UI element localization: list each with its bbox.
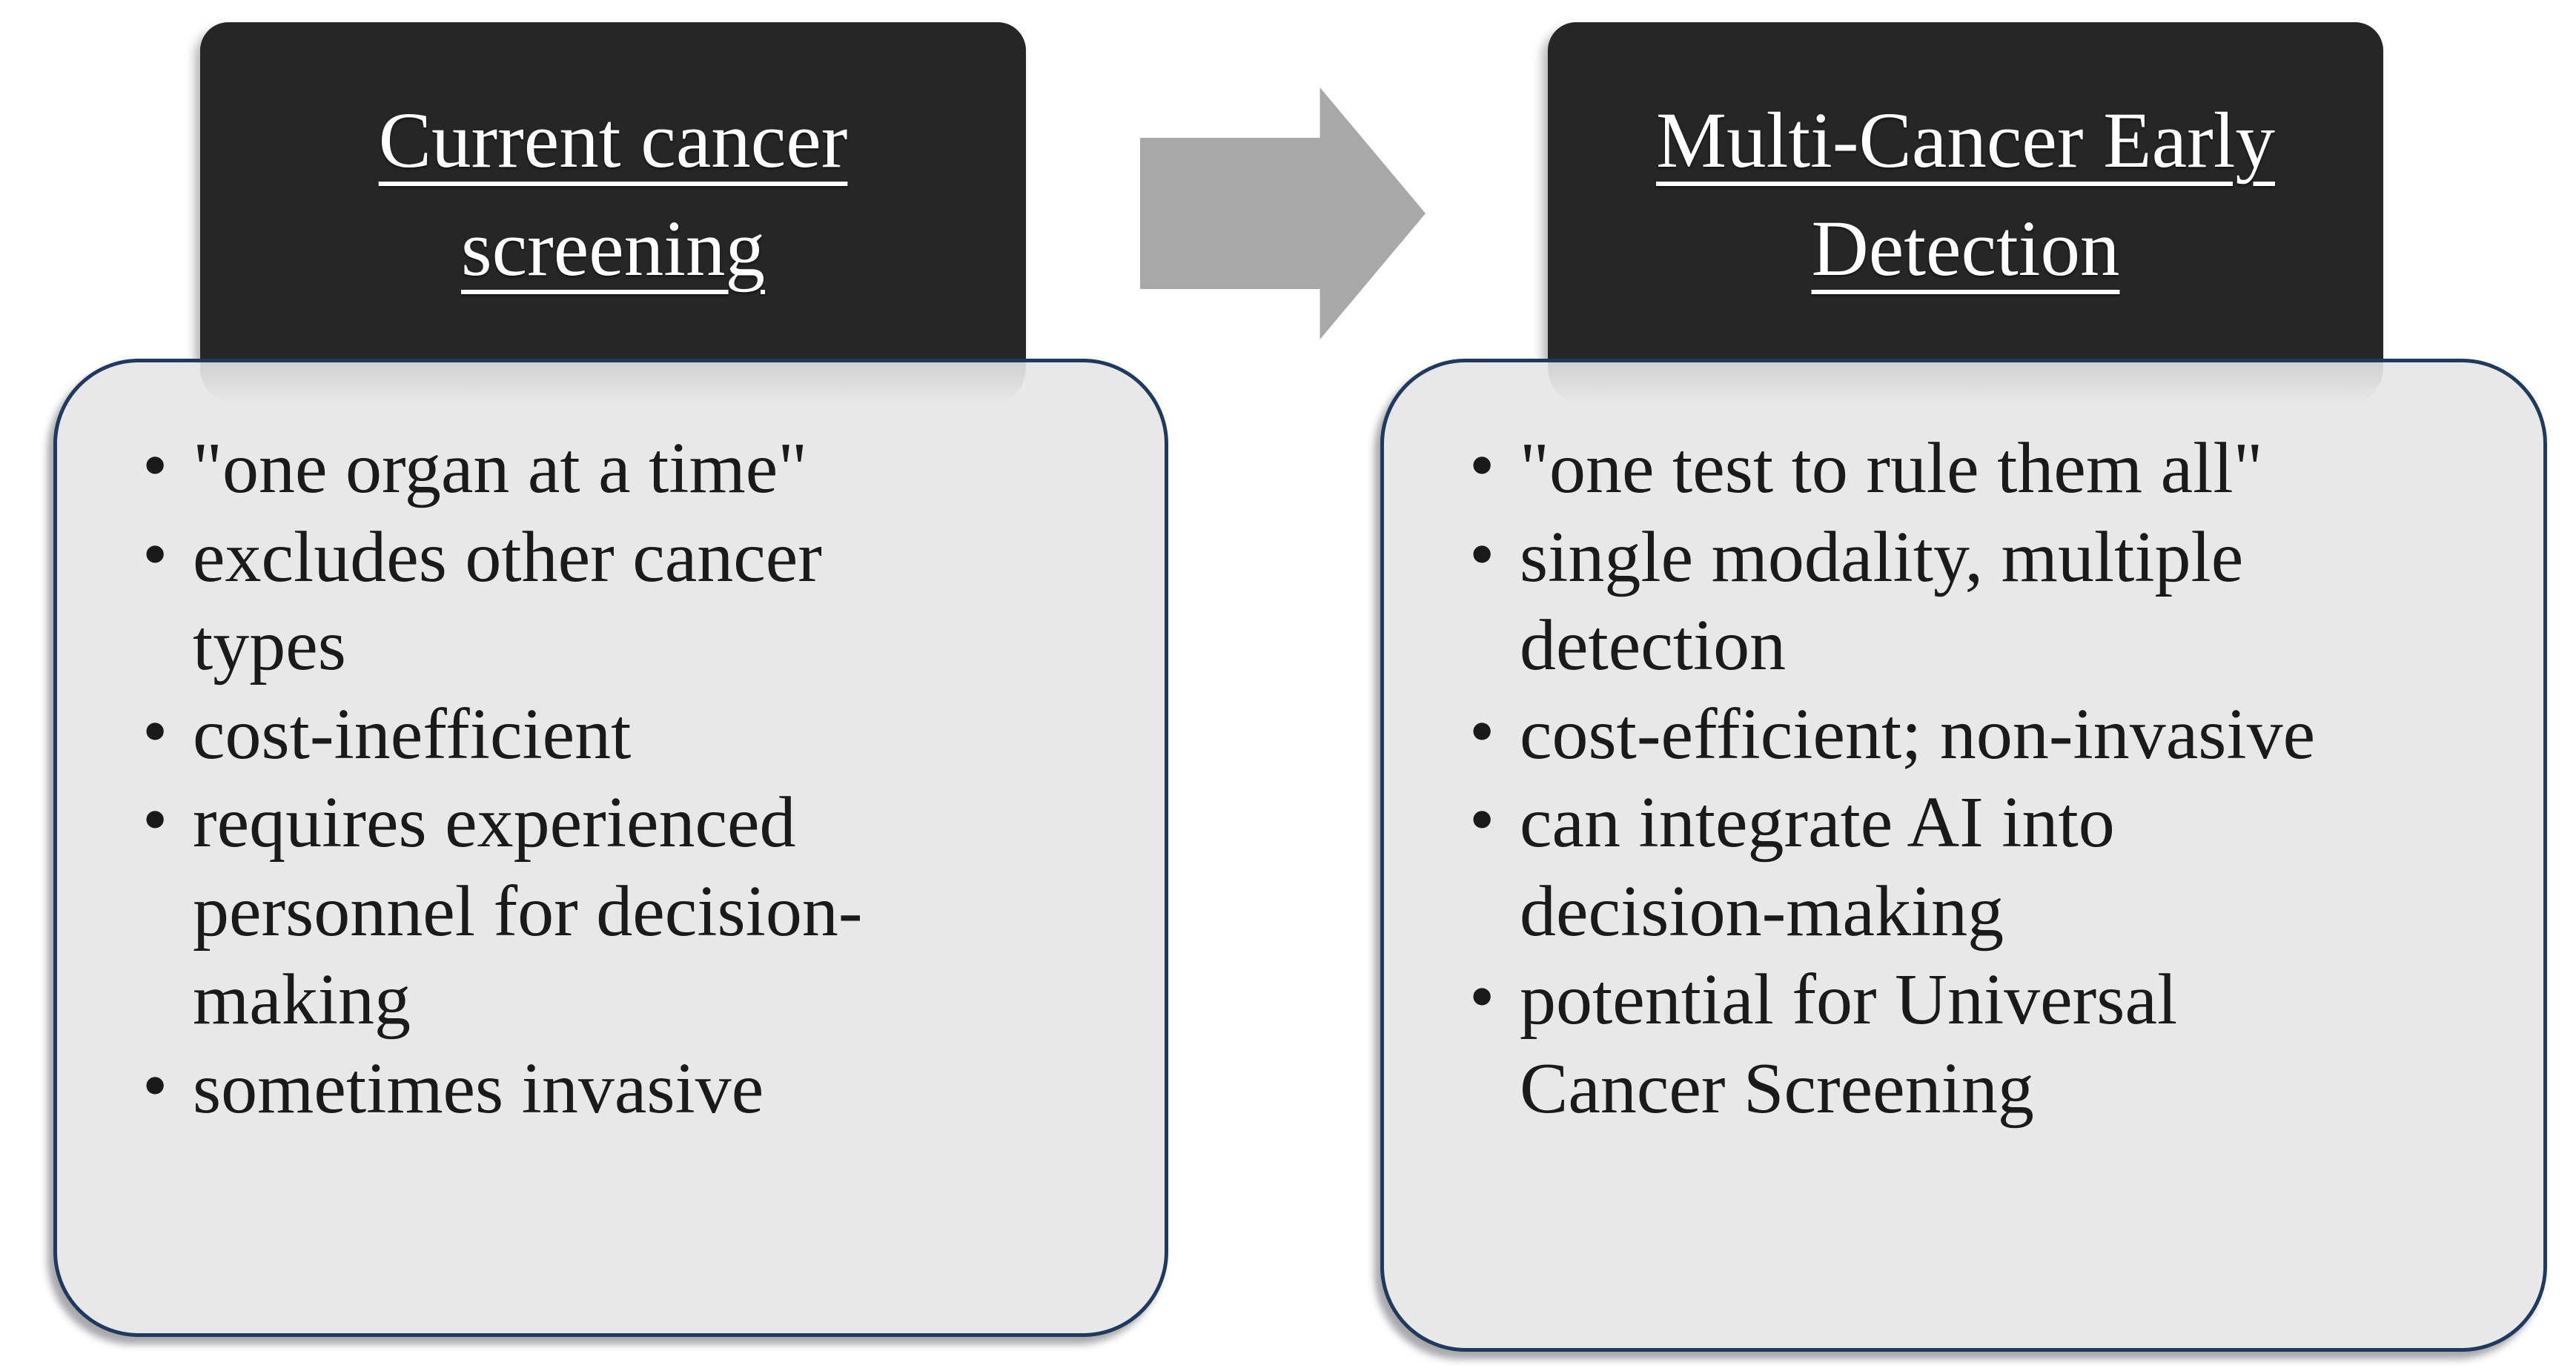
bullet-item: cost-inefficient: [142, 688, 1113, 780]
right-body-card: "one test to rule them all"single modali…: [1380, 359, 2547, 1352]
bullet-item: excludes other cancer types: [142, 511, 1113, 691]
left-panel-title: Current cancer screening: [378, 97, 848, 293]
bullet-item: "one organ at a time": [142, 422, 1113, 514]
left-header-box: Current cancer screening: [200, 22, 1026, 393]
bullet-item: can integrate AI into decision-making: [1469, 776, 2491, 956]
right-panel-title: Multi-Cancer Early Detection: [1656, 97, 2275, 293]
bullet-item: cost-efficient; non-invasive: [1469, 688, 2491, 780]
left-body-card: "one organ at a time"excludes other canc…: [53, 359, 1168, 1337]
right-header-box: Multi-Cancer Early Detection: [1548, 22, 2383, 393]
bullet-item: requires experienced personnel for decis…: [142, 776, 1113, 1045]
left-bullet-list: "one organ at a time"excludes other canc…: [57, 362, 1165, 1133]
right-bullet-list: "one test to rule them all"single modali…: [1384, 362, 2543, 1133]
bullet-item: sometimes invasive: [142, 1042, 1113, 1134]
right-arrow-icon: [1140, 87, 1426, 339]
bullet-item: "one test to rule them all": [1469, 422, 2491, 514]
bullet-item: potential for Universal Cancer Screening: [1469, 953, 2491, 1133]
bullet-item: single modality, multiple detection: [1469, 511, 2491, 691]
